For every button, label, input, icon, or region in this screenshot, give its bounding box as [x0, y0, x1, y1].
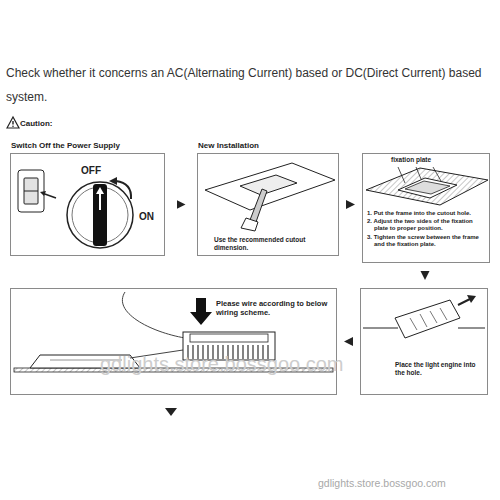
next-step-arrow: [165, 408, 177, 416]
step-panel: fixation plate 1. Put the frame into the …: [362, 153, 490, 263]
step-note: Place the light engine into the hole.: [395, 361, 481, 377]
fin: [440, 308, 447, 320]
cutout-illustration: [205, 163, 335, 231]
warning-triangle: [7, 117, 19, 128]
part-label: fixation plate: [391, 156, 431, 164]
turn-arrow-head: [109, 177, 117, 185]
switch-rocker: [24, 178, 38, 204]
caution-icon: [7, 117, 19, 128]
step-panel: New InstallationUse the recommended cuto…: [197, 153, 339, 256]
turn-arrow: [116, 181, 131, 199]
saw-blade: [250, 189, 267, 222]
flow-arrow: [165, 204, 197, 205]
ceiling-line: [458, 328, 485, 329]
light-engine: [395, 300, 460, 338]
wall-switch: [18, 170, 44, 212]
watermark: gdlights.store.bossgoo.com: [318, 477, 446, 490]
press-arrow-head: [40, 191, 46, 196]
pointer-line: [416, 167, 421, 179]
fixation-plate: [405, 181, 450, 194]
step-item: 3. Tighten the screw between the frame a…: [367, 234, 487, 248]
saw-handle: [241, 218, 258, 231]
rocker-line: [24, 191, 38, 192]
step-note: Please wire according to below wiring sc…: [216, 299, 334, 317]
title: Check whether it concerns an AC(Alternat…: [6, 61, 496, 109]
fin: [430, 311, 437, 323]
warning-dot: [12, 125, 14, 127]
panel-heading: New Installation: [198, 141, 259, 151]
light-engine-illustration: [363, 295, 485, 338]
ceiling-board: [366, 168, 488, 205]
move-arrow-head: [467, 295, 476, 303]
step-note: Use the recommended cutout dimension.: [214, 236, 306, 252]
knob-pointer-head: [96, 187, 104, 194]
cutout-hole: [240, 175, 297, 195]
step-panel: Place the light engine into the hole.: [360, 288, 488, 395]
pointer-line: [398, 167, 405, 183]
flow-arrow: [425, 263, 426, 288]
driver-label-plate: [190, 334, 268, 342]
fixation-illustration: [366, 167, 488, 205]
step-item: 1. Put the frame into the cutout hole.: [367, 210, 487, 217]
step-item: 2. Adjust the two sides of the fixation …: [367, 218, 487, 232]
ceiling-line: [363, 328, 398, 329]
step-panel: Please wire according to below wiring sc…: [10, 288, 337, 395]
frame: [398, 178, 457, 198]
fin: [410, 318, 417, 330]
knob-pointer: [99, 193, 101, 210]
warning-mark: [12, 121, 13, 125]
switch-off-label: OFF: [81, 165, 101, 177]
fin: [420, 314, 427, 327]
pointer-line: [433, 167, 441, 181]
pointer-arrow: [190, 298, 212, 325]
flow-arrow: [337, 341, 360, 342]
panel-heading: Switch Off the Power Supply: [11, 141, 120, 151]
rotary-knob: [67, 182, 133, 248]
step-panel: Switch Off the Power SupplyOFFON: [10, 153, 165, 256]
switch-illustration: [18, 170, 133, 248]
knob-handle: [93, 184, 107, 246]
watermark: gdlights.store.bossgoo.com: [100, 352, 343, 376]
flow-arrow: [339, 204, 362, 205]
move-arrow: [458, 299, 470, 305]
caution-label: Caution:: [20, 119, 52, 129]
switch-on-label: ON: [139, 211, 154, 223]
ceiling-panel: [205, 163, 335, 210]
mains-wire: [122, 292, 185, 338]
